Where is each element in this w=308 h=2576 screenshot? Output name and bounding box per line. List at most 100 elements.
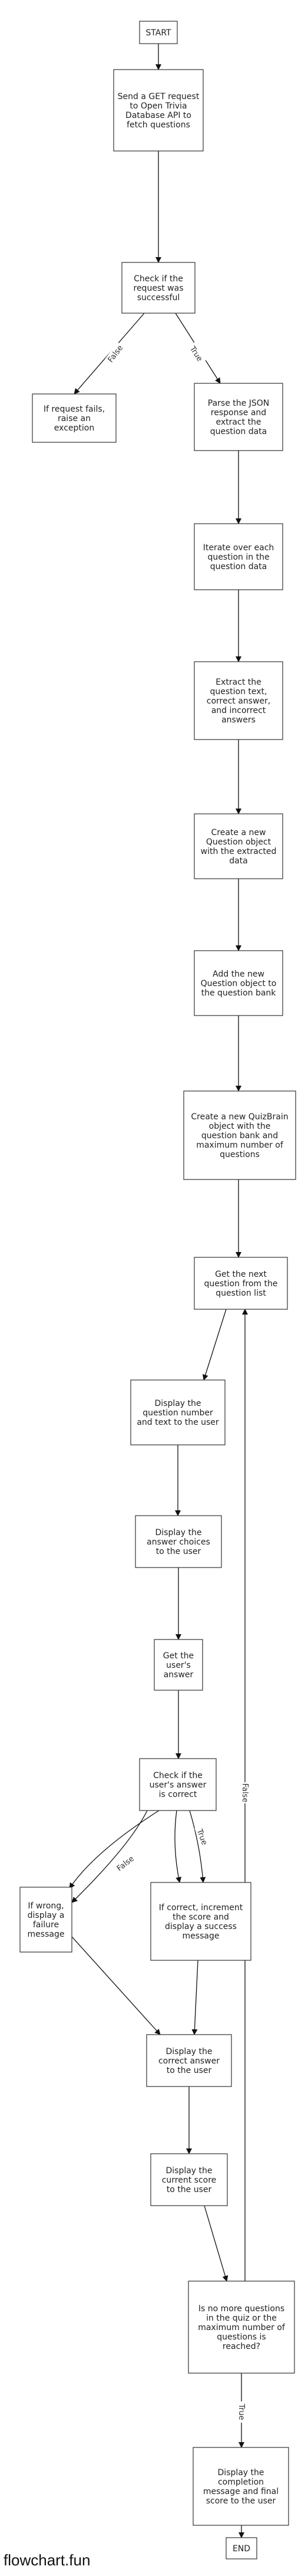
node-text-line: question data: [210, 562, 267, 571]
node-text-line: questions: [220, 1150, 260, 1159]
node-box: [226, 2537, 257, 2559]
node-text-line: to the user: [156, 1547, 201, 1556]
node-text-line: answer: [164, 1670, 194, 1680]
node-text-line: message: [28, 1930, 65, 1939]
node-text-line: failure: [33, 1920, 59, 1930]
node-box: [194, 523, 283, 590]
node-box: [193, 2447, 289, 2526]
edge-label-text: True: [237, 2403, 246, 2420]
node-text-line: Parse the JSON: [208, 399, 269, 408]
node-text-line: Question object to: [201, 979, 277, 988]
node-text-line: If request fails,: [44, 405, 105, 414]
node-box: [139, 1758, 217, 1811]
node-text-line: extract the: [216, 418, 261, 427]
node-box: [150, 2153, 228, 2206]
node-text-line: Check if the: [134, 274, 183, 284]
node-text-line: is correct: [159, 1790, 197, 1799]
node-box: [113, 69, 204, 152]
node-box: [135, 1515, 222, 1568]
edge-check-answer-to-wrong: [71, 1810, 148, 1903]
node-text-line: the question bank: [201, 988, 277, 998]
node-box: [19, 1887, 72, 1953]
edge-label-true: True: [237, 2401, 247, 2423]
node-box: [121, 262, 196, 314]
node-box: [188, 2281, 295, 2374]
node-box: [194, 950, 283, 1016]
edge-display-score-to-check-more: [204, 2205, 228, 2282]
edge-label-true: True: [187, 342, 207, 365]
node-text-line: request was: [134, 284, 184, 293]
edge-wrong-to-display-correct: [71, 1936, 161, 2035]
node-text-line: data: [229, 856, 248, 866]
node-text-line: question number: [143, 1408, 213, 1418]
node-text-line: Database API to: [125, 111, 191, 120]
node-text-line: Get the next: [215, 1270, 267, 1279]
watermark-text: flowchart.fun: [4, 2551, 91, 2569]
edge-get-next-to-display-question: [202, 1309, 227, 1381]
edge-check-answer-to-wrong: [69, 1810, 160, 1889]
node-text-line: the score and: [173, 1913, 229, 1922]
node-box: [130, 1379, 226, 1445]
node-text-line: and incorrect: [211, 706, 266, 715]
node-text-line: score to the user: [206, 2496, 276, 2506]
node-text-line: question bank and: [201, 1131, 278, 1141]
node-text-line: completion: [218, 2478, 264, 2487]
node-text-line: display a: [28, 1911, 65, 1920]
edge-correct-to-display-correct: [191, 1960, 198, 2035]
node-text-line: END: [233, 2544, 250, 2554]
node-text-line: Display the: [217, 2468, 264, 2478]
node-box: [194, 813, 283, 879]
node-box: [194, 661, 283, 740]
node-text-line: Display the: [155, 1528, 201, 1537]
node-box: [32, 393, 117, 443]
node-text-line: message: [183, 1931, 220, 1941]
edge-check-answer-to-correct: [174, 1810, 182, 1883]
node-text-line: Create a new QuizBrain: [191, 1112, 288, 1122]
node-text-line: question from the: [204, 1279, 278, 1289]
node-text-line: in the quiz or the: [206, 2314, 277, 2323]
node-text-line: fetch questions: [127, 120, 190, 130]
node-text-line: Get the: [163, 1651, 194, 1661]
node-text-line: Is no more questions: [198, 2304, 284, 2314]
node-box: [194, 1257, 288, 1310]
node-text-line: answer choices: [147, 1537, 210, 1547]
node-start: START: [139, 21, 178, 44]
node-text-line: Check if the: [153, 1771, 203, 1780]
node-text-line: correct answer,: [207, 696, 271, 706]
node-text-line: raise an: [58, 414, 91, 423]
node-text-line: maximum number of: [198, 2323, 286, 2332]
node-box: [150, 1882, 251, 1961]
node-text-line: successful: [137, 293, 180, 303]
node-text-line: Display the: [154, 1399, 201, 1408]
node-text-line: question data: [210, 427, 267, 436]
edge-label-false: False: [104, 342, 125, 365]
node-box: [146, 2034, 232, 2087]
node-text-line: Extract the: [216, 678, 261, 687]
node-text-line: Send a GET request: [118, 92, 200, 101]
edge-label-false: False: [114, 1852, 137, 1874]
node-text-line: user's: [166, 1661, 191, 1670]
node-text-line: to Open Trivia: [130, 101, 187, 111]
node-text-line: current score: [162, 2176, 217, 2185]
node-text-line: user's answer: [150, 1780, 207, 1790]
edge-check-answer-to-correct: [189, 1810, 206, 1883]
node-text-line: Question object: [206, 837, 271, 847]
